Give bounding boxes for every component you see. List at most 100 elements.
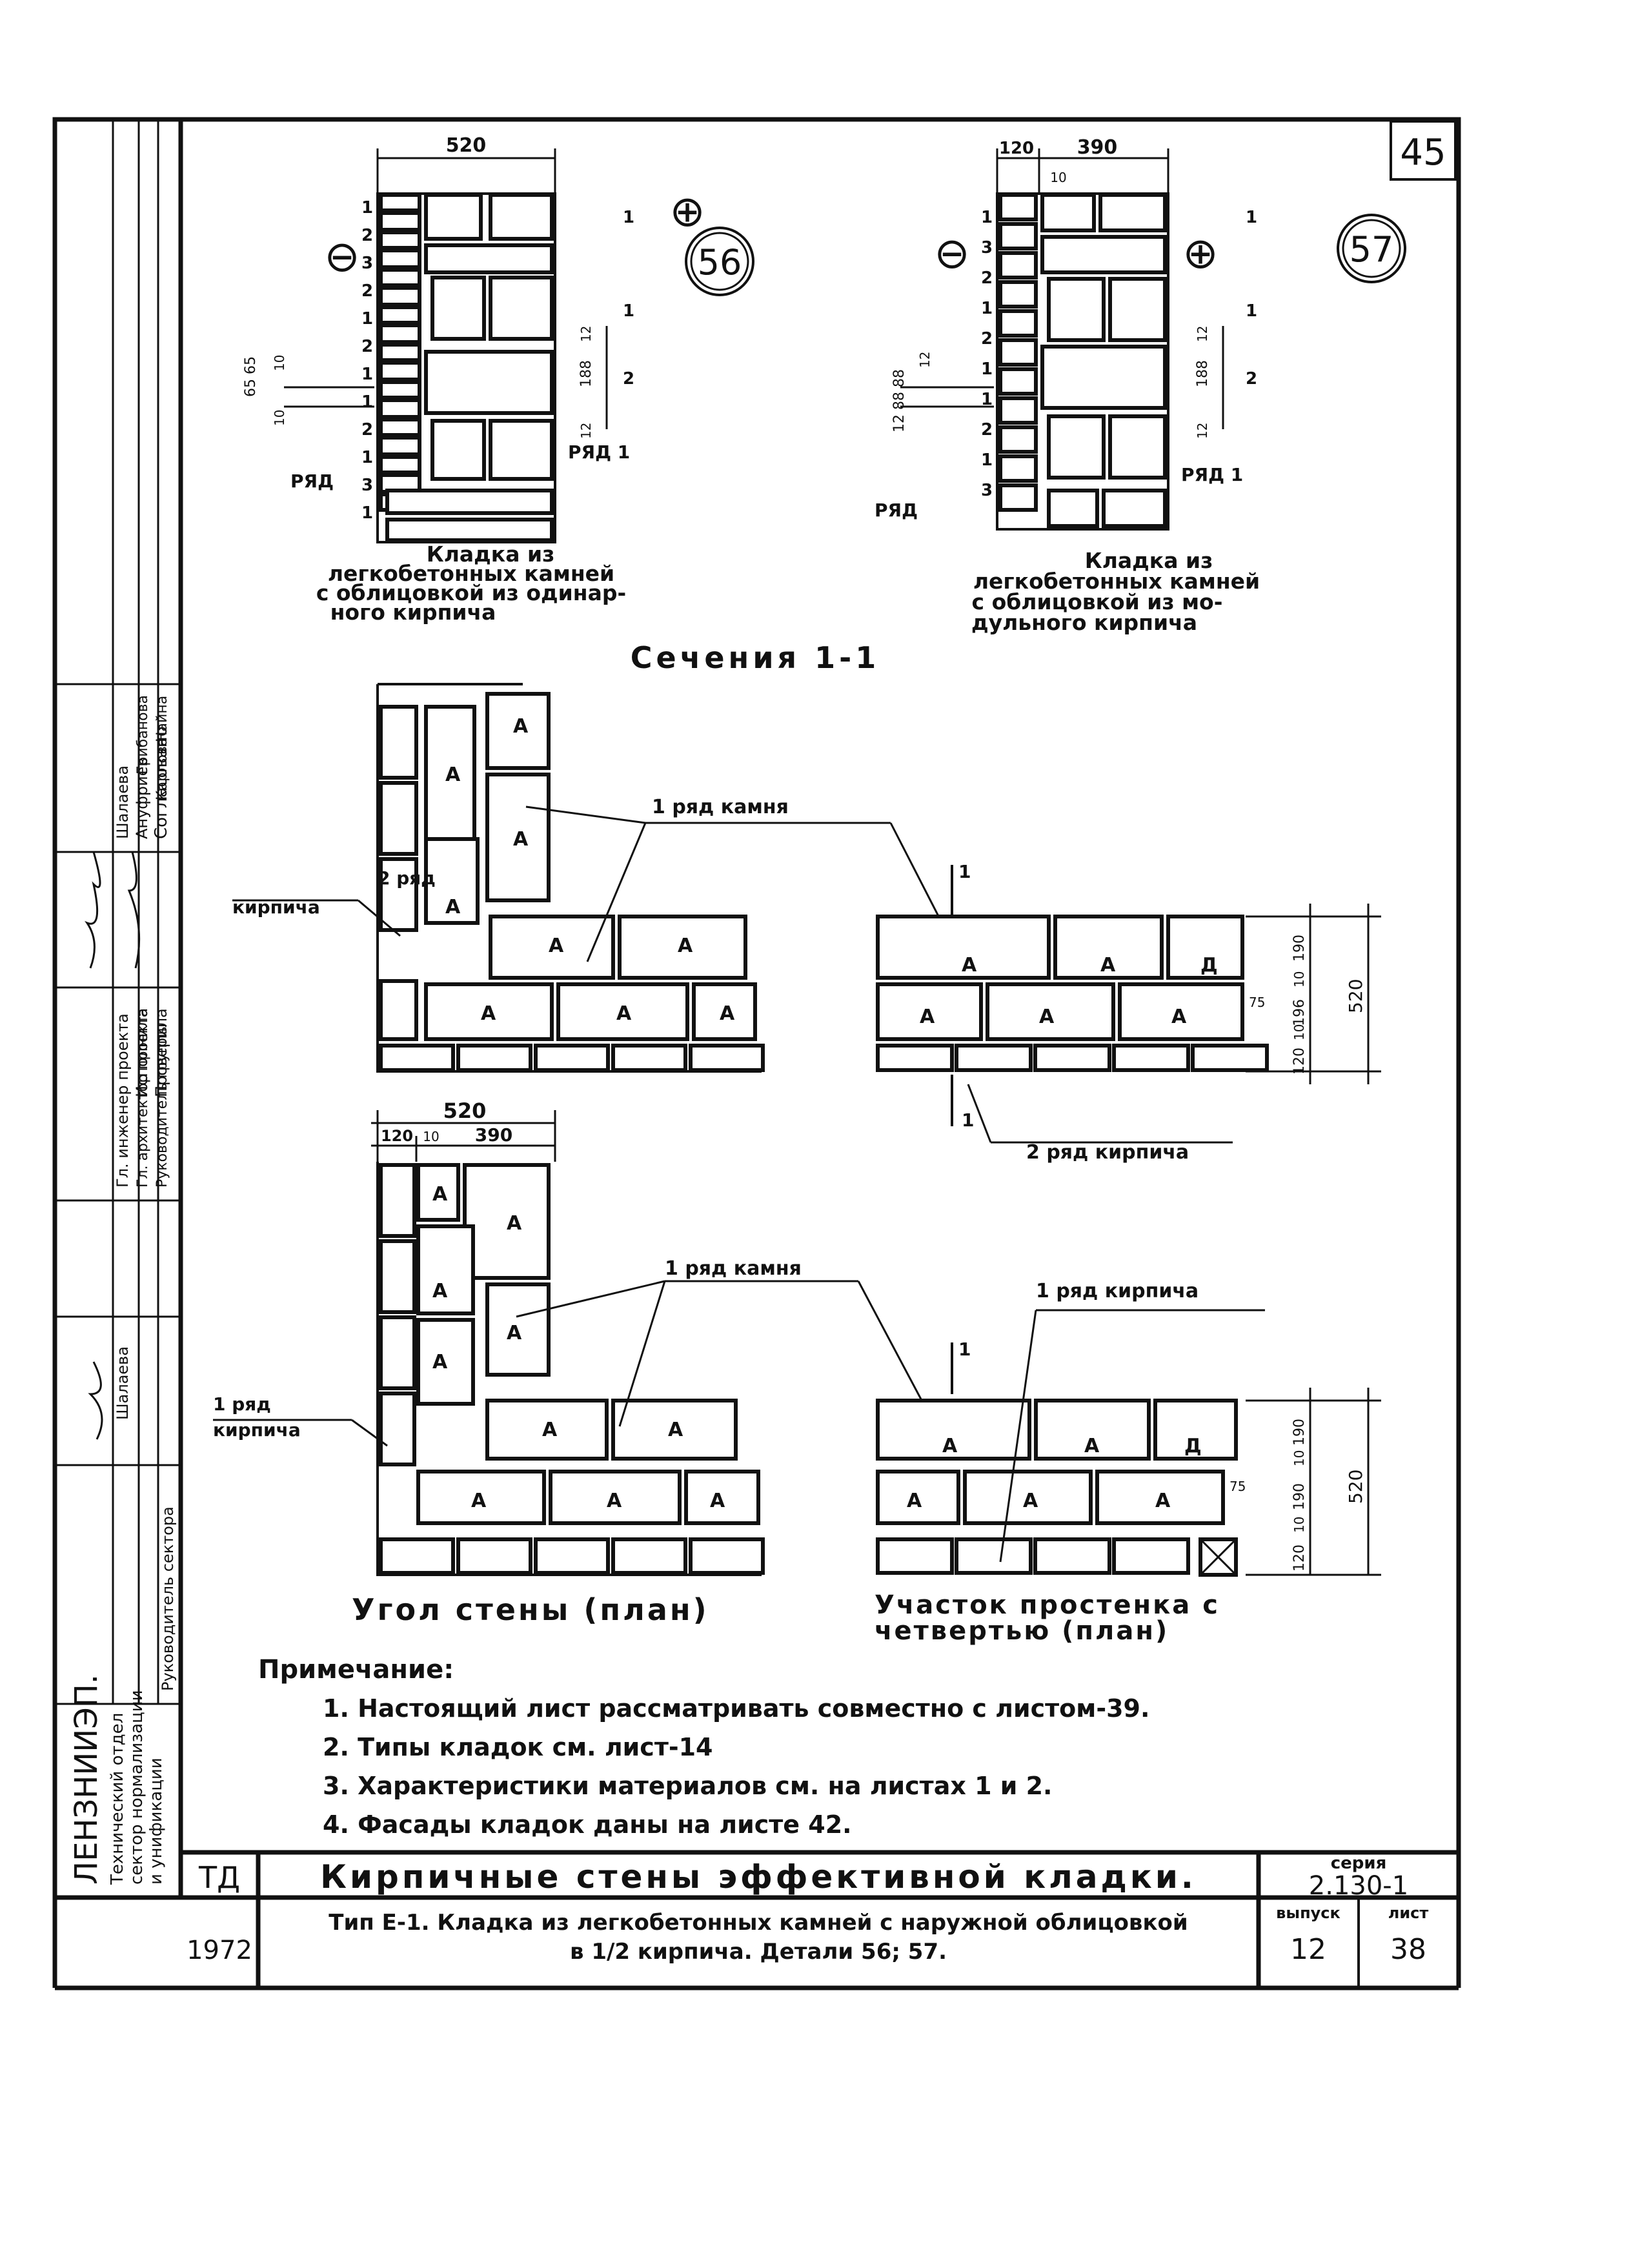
- role-4: Исполнила: [133, 1008, 151, 1097]
- d56-plus: ⊕: [669, 187, 705, 236]
- d57-dim-188: 188: [1195, 360, 1211, 387]
- org-name: ЛЕНЗНИИЭП.: [68, 1674, 105, 1885]
- plan-b-facing-brick: [379, 1163, 416, 1238]
- plan-b-dim-190b: 190: [1291, 1483, 1308, 1510]
- name-5: Найна: [154, 696, 170, 742]
- plan-b-dim-520r: 520: [1345, 1470, 1366, 1504]
- d56-left-row: 2: [361, 226, 373, 245]
- plan-b-bottom-brick: [689, 1537, 765, 1575]
- plan-b-dim-10: 10: [423, 1129, 439, 1144]
- d56-number: 56: [698, 242, 742, 283]
- d56-facing-brick: [379, 380, 421, 400]
- d57-dim-390: 390: [1077, 136, 1118, 159]
- plan-b-dim-120: 120: [1291, 1544, 1308, 1572]
- role-2: Гл. архитектор проекта: [135, 1008, 151, 1188]
- tb-title: Кирпичные стены эффективной кладки.: [320, 1858, 1197, 1896]
- agreed-label: Согласовано: [152, 726, 171, 839]
- d56-caption-2: с облицовкой из одинар-: [316, 580, 626, 605]
- sheet-number-box: [1390, 120, 1457, 181]
- d57-facing-brick: [998, 222, 1038, 250]
- d57-left-dims: 12 88 88: [891, 369, 907, 432]
- plan-b-dim-120: 120: [381, 1127, 413, 1145]
- note-4: 4. Фасады кладок даны на листе 42.: [323, 1810, 852, 1839]
- d56-left-row: 3: [361, 254, 373, 273]
- d57-facing-brick: [998, 309, 1038, 338]
- plan-a-block-a: А: [549, 935, 564, 957]
- plan-a-sec-mark-bot: 1: [962, 1109, 974, 1131]
- plan-b-caption-left: Угол стены (план): [352, 1592, 709, 1627]
- d56-width-dim: 520: [446, 134, 487, 157]
- plan-a-stone-label: 1 ряд камня: [652, 796, 789, 818]
- plan-a-block-a: А: [445, 896, 461, 918]
- signature-2: [127, 851, 141, 969]
- plan-b-block-a: А: [432, 1351, 448, 1373]
- d57-facing-brick: [998, 251, 1038, 279]
- plan-b-dim-390: 390: [475, 1124, 512, 1146]
- plan-a-facing-brick: [379, 705, 418, 780]
- d57-left-row: 1: [981, 451, 993, 470]
- plan-a-facing-brick: [379, 857, 418, 932]
- d56-row-label-left: РЯД: [290, 471, 334, 492]
- plan-a-pier-a2: А: [1100, 954, 1116, 977]
- plan-b-pier-a4: А: [1023, 1490, 1038, 1512]
- name-4: Грибанова: [135, 695, 151, 775]
- d57-left-row: 1: [981, 299, 993, 318]
- plan-a-block-a: А: [513, 715, 529, 738]
- sheet-number: 45: [1400, 132, 1446, 174]
- plan-a-facing-brick: [379, 979, 418, 1041]
- d57-left-row: 3: [981, 481, 993, 500]
- d56-facing-brick: [379, 230, 421, 250]
- note-3: 3. Характеристики материалов см. на лист…: [323, 1772, 1052, 1800]
- plan-a-dim-190: 190: [1291, 935, 1308, 962]
- plan-a-bottom-brick: [534, 1044, 610, 1072]
- title-block: ТД 1972 Кирпичные стены эффективной клад…: [52, 1850, 1461, 1990]
- plan-b-pier-a1: А: [942, 1435, 958, 1457]
- d57-dim-10: 10: [1050, 170, 1066, 185]
- d56-left-dims: 65 65: [243, 356, 259, 397]
- plan-b-block-a: А: [607, 1490, 622, 1512]
- notes: Примечание: 1. Настоящий лист рассматрив…: [258, 1655, 1149, 1839]
- d57-left-small: 12: [917, 352, 933, 368]
- plan-b-block-a: А: [471, 1490, 487, 1512]
- d56-dim-12b: 12: [578, 423, 594, 439]
- d56-facing-brick: [379, 455, 421, 474]
- plan-b-bottom-brick: [611, 1537, 687, 1575]
- plan-a-pier-brick: [955, 1044, 1033, 1072]
- d57-left-row: 2: [981, 329, 993, 349]
- plan-a-pier-brick: [1191, 1044, 1269, 1072]
- d56-left-row: 1: [361, 448, 373, 467]
- tb-issue-label: выпуск: [1276, 1904, 1340, 1922]
- plan-b-pier-a5: А: [1155, 1490, 1171, 1512]
- d56-caption-3: ного кирпича: [330, 600, 496, 625]
- plan-a-dim-75: 75: [1249, 995, 1265, 1010]
- d56-right-row-0: 1: [623, 208, 634, 227]
- d56-minus: ⊖: [324, 232, 359, 281]
- plan-b-bottom-brick: [456, 1537, 532, 1575]
- plan-b-pier-a2: А: [1084, 1435, 1100, 1457]
- plan-b-dim-520: 520: [443, 1099, 487, 1123]
- d57-dim-12a: 12: [1195, 326, 1210, 342]
- plan-b-pier-brick: [955, 1537, 1033, 1575]
- plan-a-pier-a3: А: [920, 1006, 935, 1028]
- d56-caption-0: Кладка из: [427, 542, 555, 567]
- tb-sheet-label: лист: [1388, 1904, 1429, 1922]
- d56-facing-brick: [379, 248, 421, 269]
- plan-b-pier: А А Д А А А 1 1 ряд кирпича 190 10 190 1…: [875, 1280, 1381, 1646]
- plan-a-pier-a5: А: [1171, 1006, 1187, 1028]
- d56-facing-brick: [379, 398, 421, 419]
- name-0: Шалаева: [114, 1346, 132, 1420]
- plan-b-sec-mark: 1: [958, 1339, 971, 1360]
- d57-facing-brick: [998, 396, 1038, 425]
- d56-facing-brick: [379, 323, 421, 344]
- d57-facing-brick: [998, 193, 1038, 221]
- plan-a-pier-a1: А: [962, 954, 977, 977]
- d57-dim-120: 120: [999, 139, 1034, 158]
- tb-series: 2.130-1: [1309, 1871, 1408, 1901]
- d56-left-row: 1: [361, 309, 373, 329]
- plan-b-block-a: А: [507, 1322, 522, 1344]
- plan-a-bottom-label: 2 ряд кирпича: [1026, 1141, 1189, 1164]
- signature-1: [85, 851, 101, 969]
- role-0: Руководитель сектора: [159, 1506, 177, 1691]
